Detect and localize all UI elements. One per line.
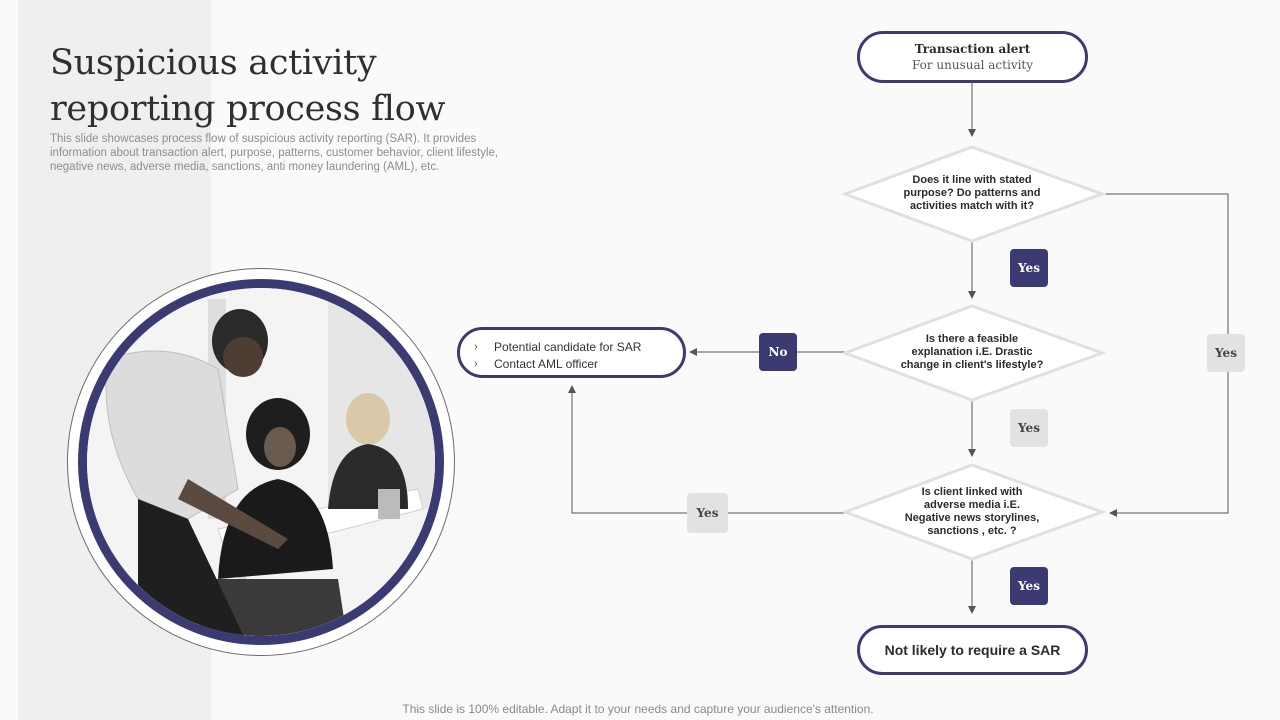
sar-item-2: › Contact AML officer xyxy=(474,356,683,373)
sar-item-2-label: Contact AML officer xyxy=(494,357,599,371)
start-node-title: Transaction alert xyxy=(914,42,1031,56)
sar-item-1-label: Potential candidate for SAR xyxy=(494,340,642,354)
title-line-2: reporting process flow xyxy=(50,89,446,129)
footer-note: This slide is 100% editable. Adapt it to… xyxy=(402,702,874,716)
sar-item-1: › Potential candidate for SAR xyxy=(474,339,683,356)
yes-badge-d1-down: Yes xyxy=(1010,249,1048,287)
no-badge-d2-left: No xyxy=(759,333,797,371)
yes-badge-d1-right: Yes xyxy=(1207,334,1245,372)
chevron-right-icon: › xyxy=(474,341,478,353)
slide-title: Suspicious activity reporting process fl… xyxy=(50,40,550,132)
decision-2-text: Is there a feasible explanation i.E. Dra… xyxy=(880,333,1064,372)
decision-diamond-2 xyxy=(840,304,1107,402)
decision-1-line-1: Does it line with stated xyxy=(912,174,1032,186)
decision-3-text: Is client linked with adverse media i.E.… xyxy=(880,486,1064,538)
decision-3-line-2: adverse media i.E. xyxy=(924,499,1020,511)
decision-2-line-3: change in client's lifestyle? xyxy=(900,359,1044,371)
chevron-right-icon: › xyxy=(474,358,478,370)
start-node-transaction-alert: Transaction alert For unusual activity xyxy=(857,31,1088,83)
sar-candidate-box: › Potential candidate for SAR › Contact … xyxy=(457,327,686,378)
team-photo-image xyxy=(87,288,435,636)
start-node-subtitle: For unusual activity xyxy=(911,58,1034,72)
arrow-d3-to-sar xyxy=(568,385,845,514)
yes-badge-d3-left: Yes xyxy=(687,493,728,533)
decision-3-line-3: Negative news storylines, xyxy=(904,512,1040,524)
title-line-1: Suspicious activity xyxy=(50,43,377,83)
decision-1-text: Does it line with stated purpose? Do pat… xyxy=(880,174,1064,213)
decision-3-line-4: sanctions , etc. ? xyxy=(927,525,1017,537)
yes-badge-d2-down: Yes xyxy=(1010,409,1048,447)
decision-1-line-3: activities match with it? xyxy=(909,200,1035,212)
decision-2-line-2: explanation i.E. Drastic xyxy=(911,346,1033,358)
end-node-label: Not likely to require a SAR xyxy=(884,642,1061,658)
decision-3-line-1: Is client linked with xyxy=(921,486,1023,498)
decision-diamond-1 xyxy=(840,145,1107,243)
decision-2-line-1: Is there a feasible xyxy=(925,333,1019,345)
yes-badge-d3-down: Yes xyxy=(1010,567,1048,605)
decision-1-line-2: purpose? Do patterns and xyxy=(903,187,1041,199)
decision-diamond-3 xyxy=(840,463,1107,561)
end-node-no-sar: Not likely to require a SAR xyxy=(857,625,1088,675)
slide-subtitle: This slide showcases process flow of sus… xyxy=(50,133,499,173)
